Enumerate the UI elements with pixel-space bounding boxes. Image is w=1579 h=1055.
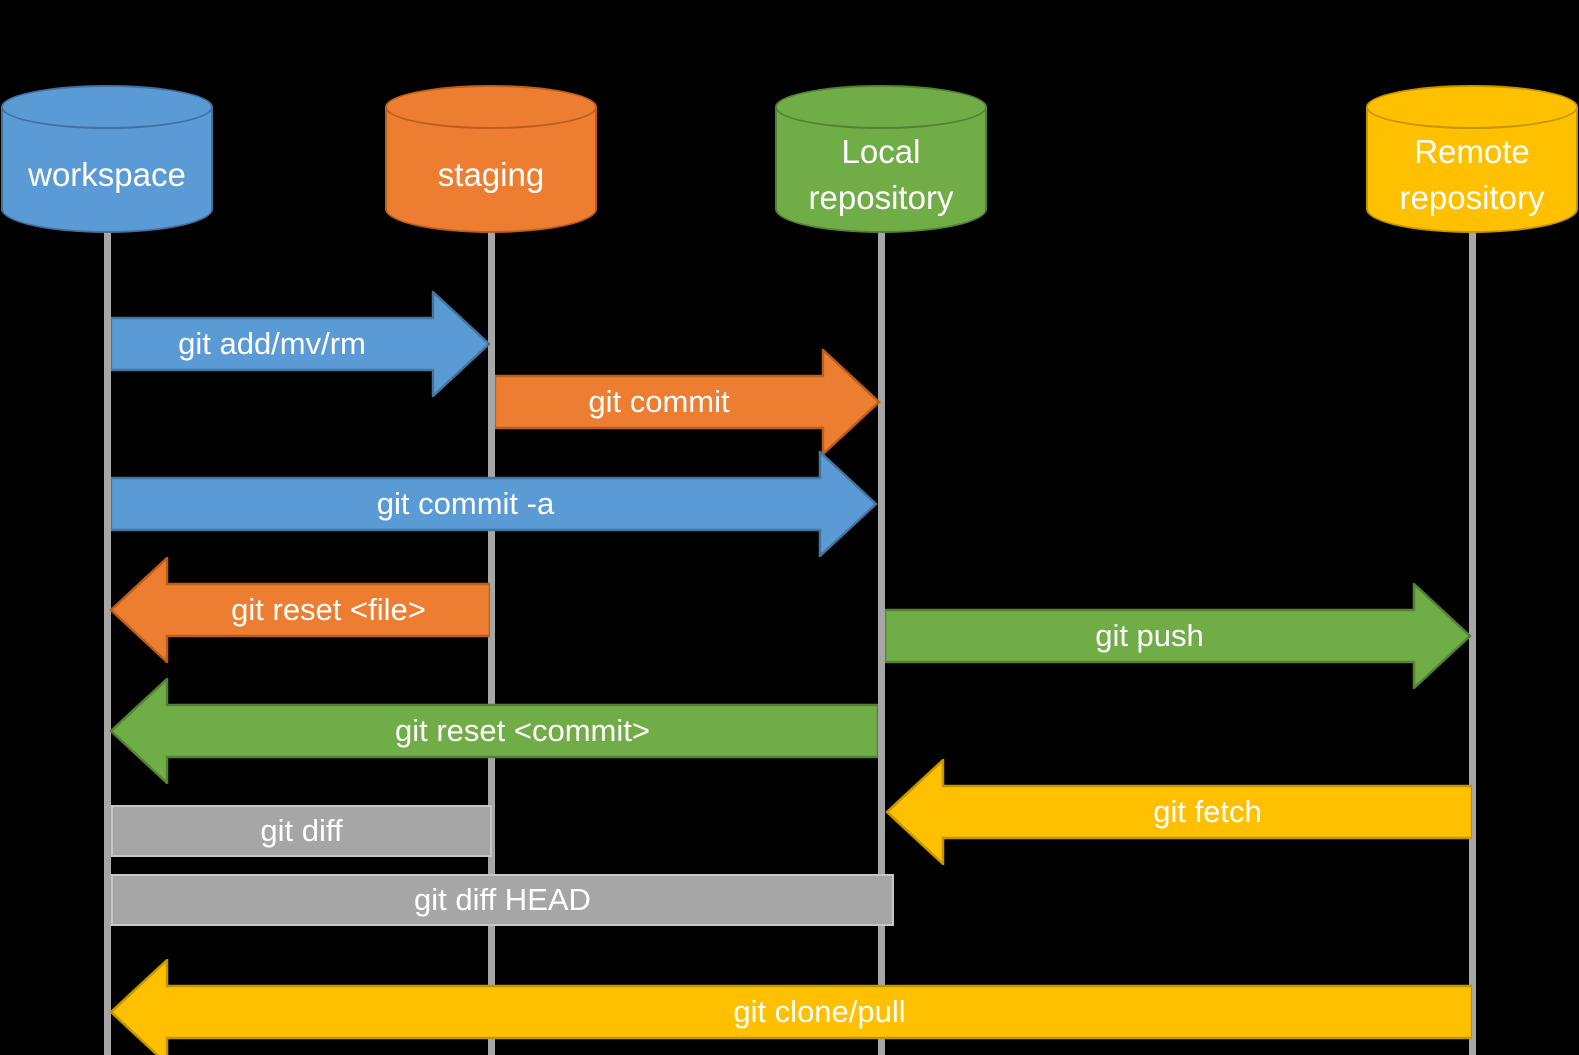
node-staging: staging: [385, 85, 597, 233]
command-label: git reset <file>: [231, 592, 426, 627]
arrow-git-commit: git commit: [495, 349, 881, 455]
lifeline-workspace: [104, 226, 111, 1055]
arrow-git-clone-pull: git clone/pull: [109, 959, 1472, 1055]
node-workspace: workspace: [1, 85, 213, 233]
arrow-git-fetch: git fetch: [885, 759, 1472, 865]
command-label: git reset <commit>: [395, 713, 650, 748]
command-label: git clone/pull: [733, 994, 906, 1029]
command-label: git commit -a: [376, 486, 555, 521]
command-label: git push: [1095, 618, 1204, 653]
cylinder-top: [1, 85, 213, 129]
left-arrow-shape: [109, 557, 490, 663]
command-label: git fetch: [1153, 794, 1262, 829]
node-remote-repository: Remote repository: [1366, 85, 1578, 233]
command-label: git diff: [260, 813, 343, 848]
cylinder-body: [775, 107, 987, 233]
node-workspace-label: workspace: [28, 156, 186, 194]
node-local-repository-label: Local repository: [808, 133, 954, 216]
arrow-git-commit-a: git commit -a: [111, 451, 878, 557]
lifeline-remote-repository: [1469, 226, 1476, 1055]
arrow-git-reset-file: git reset <file>: [109, 557, 490, 663]
lifeline-staging: [488, 226, 495, 1055]
arrow-git-add-mv-rm: git add/mv/rm: [111, 291, 491, 397]
arrow-git-push: git push: [885, 583, 1472, 689]
node-remote-repository-label: Remote repository: [1399, 133, 1545, 216]
arrow-git-reset-commit: git reset <commit>: [109, 678, 878, 784]
lifeline-local-repository: [878, 226, 885, 1055]
bar-git-diff: git diff: [111, 805, 492, 857]
cylinder-top: [775, 85, 987, 129]
command-label: git commit: [588, 384, 730, 419]
cylinder-top: [385, 85, 597, 129]
node-staging-label: staging: [437, 156, 545, 194]
node-local-repository: Local repository: [775, 85, 987, 233]
left-arrow-shape: [109, 678, 878, 784]
left-arrow-shape: [885, 759, 1472, 865]
command-label: git add/mv/rm: [178, 326, 366, 361]
right-arrow-shape: [111, 451, 878, 557]
right-arrow-shape: [885, 583, 1472, 689]
cylinder-top: [1366, 85, 1578, 129]
bar-git-diff-head: git diff HEAD: [111, 874, 894, 926]
right-arrow-shape: [495, 349, 881, 455]
command-label: git diff HEAD: [414, 882, 591, 917]
left-arrow-shape: [109, 959, 1472, 1055]
right-arrow-shape: [111, 291, 491, 397]
